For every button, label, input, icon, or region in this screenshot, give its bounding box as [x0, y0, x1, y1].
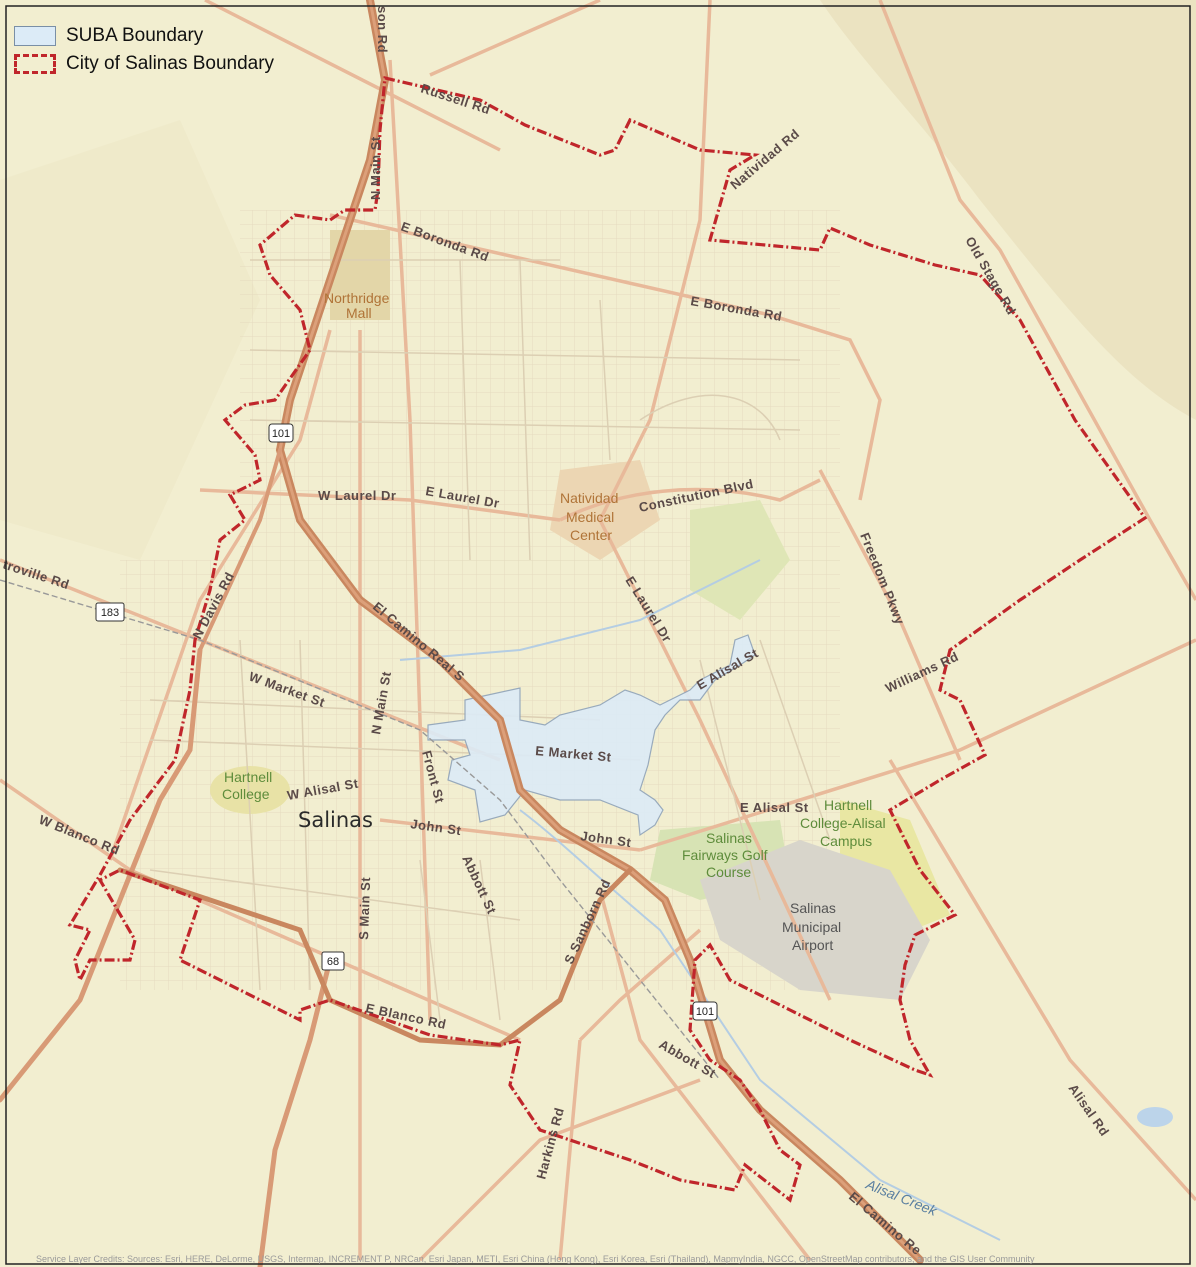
svg-text:68: 68	[327, 956, 339, 968]
pond	[1137, 1107, 1173, 1127]
suba-boundary[interactable]	[427, 634, 756, 837]
fairways-golf-label: Salinas	[706, 830, 752, 846]
alisal-creek	[399, 559, 1001, 1241]
natividad-label-2: Medical	[566, 509, 614, 525]
hartnell-alisal-label-3: Campus	[820, 833, 872, 849]
hartnell-alisal-area	[840, 800, 950, 935]
green-space-east	[690, 500, 790, 620]
road-label-e-market-st: E Market St	[535, 743, 612, 765]
road-label-w-laurel-dr: W Laurel Dr	[318, 488, 396, 503]
road-label-n-main-st-top: N Main St	[368, 136, 383, 200]
hills-terrain-west	[0, 120, 260, 560]
road-label-e-alisal-st: E Alisal St	[740, 800, 809, 815]
suba-swatch	[14, 26, 56, 46]
hartnell-college-label-2: College	[222, 786, 270, 802]
hartnell-alisal-label-2: College-Alisal	[800, 815, 886, 831]
map-frame	[5, 5, 1191, 1265]
city-boundary-swatch	[14, 54, 56, 74]
railroad	[0, 579, 721, 1081]
natividad-label-3: Center	[570, 527, 612, 543]
service-credits: Service Layer Credits: Sources: Esri, HE…	[36, 1254, 1035, 1264]
road-label-s-main-st: S Main St	[356, 876, 373, 940]
hills-terrain	[820, 0, 1196, 420]
hwy-68-shield: 68	[321, 951, 345, 971]
map-legend: SUBA Boundary City of Salinas Boundary	[14, 22, 314, 82]
hartnell-alisal-label: Hartnell	[824, 797, 872, 813]
northridge-mall-label: Northridge	[324, 290, 390, 306]
road-label-john-st: John St	[410, 816, 463, 838]
road-label-john-st-2: John St	[580, 828, 633, 850]
airport-label: Salinas	[790, 900, 836, 916]
airport-area	[700, 840, 930, 1000]
fairways-golf-label-3: Course	[706, 864, 751, 880]
airport-label-2: Municipal	[782, 919, 841, 935]
minor-streets	[149, 259, 831, 1021]
legend-city-label: City of Salinas Boundary	[66, 53, 275, 74]
highways	[0, 0, 924, 1267]
city-boundary[interactable]	[67, 76, 1148, 1203]
airport-label-3: Airport	[792, 937, 833, 953]
city-label-salinas: Salinas	[298, 808, 373, 832]
hwy-183-shield: 183	[95, 602, 125, 622]
hwy-101-shield: 101	[268, 423, 294, 443]
hartnell-college-label: Hartnell	[224, 769, 272, 785]
northridge-mall-label-2: Mall	[346, 305, 372, 321]
fairways-golf-label-2: Fairways Golf	[682, 847, 768, 863]
svg-text:101: 101	[696, 1006, 714, 1018]
svg-text:183: 183	[101, 607, 119, 619]
natividad-label: Natividad	[560, 490, 618, 506]
hwy-101-shield-south: 101	[692, 1001, 718, 1021]
legend-row-city: City of Salinas Boundary	[14, 50, 314, 78]
legend-row-suba: SUBA Boundary	[14, 22, 314, 50]
road-label-son-rd: son Rd	[375, 6, 390, 53]
svg-text:101: 101	[272, 428, 290, 440]
legend-suba-label: SUBA Boundary	[66, 25, 204, 46]
hartnell-college-area	[210, 766, 290, 814]
